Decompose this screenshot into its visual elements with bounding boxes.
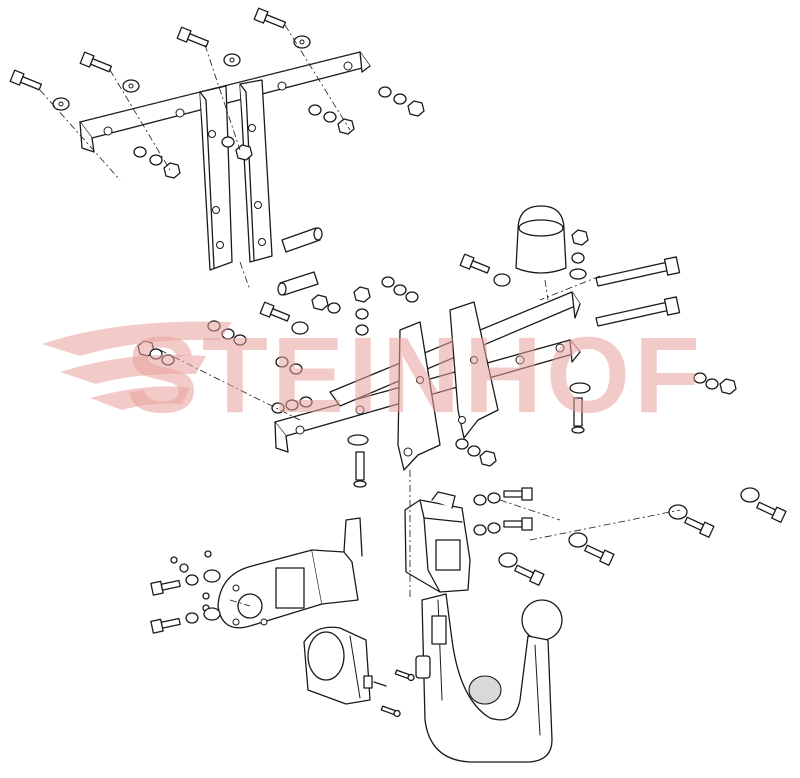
long-bolts [595, 256, 681, 327]
main-crossbar [274, 291, 581, 471]
side-bolts [473, 487, 787, 586]
tow-ball-arm [415, 593, 563, 763]
upper-mounting-bracket [79, 51, 371, 271]
spacer-tubes [277, 227, 323, 296]
electrical-socket [303, 626, 387, 705]
top-washers [52, 35, 311, 111]
assembly-guide-lines [39, 24, 681, 607]
plate-nuts [133, 86, 425, 179]
socket-mounting-plate [217, 517, 363, 629]
top-bolts [9, 7, 287, 91]
tow-ball-cover [515, 205, 567, 274]
socket-screws [150, 550, 415, 718]
receiver-housing [404, 491, 471, 593]
